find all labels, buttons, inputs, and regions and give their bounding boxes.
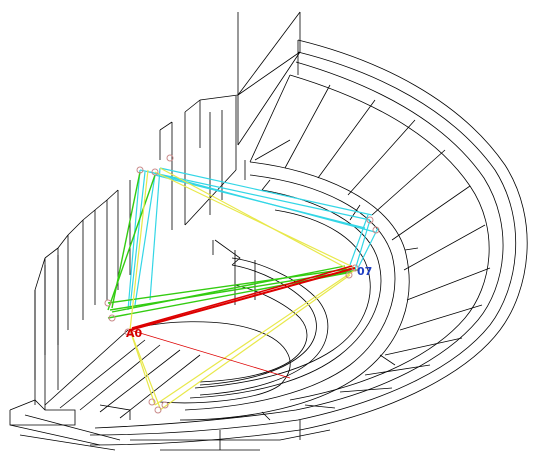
- node-label-a0: A0: [126, 327, 143, 340]
- yellow-connections: [129, 167, 356, 411]
- node-markers: [104, 154, 380, 414]
- structure-wireframe: [9, 11, 528, 451]
- cyan-connections: [127, 167, 379, 311]
- node-label-07: 07: [357, 265, 372, 278]
- red-connections: [129, 265, 356, 379]
